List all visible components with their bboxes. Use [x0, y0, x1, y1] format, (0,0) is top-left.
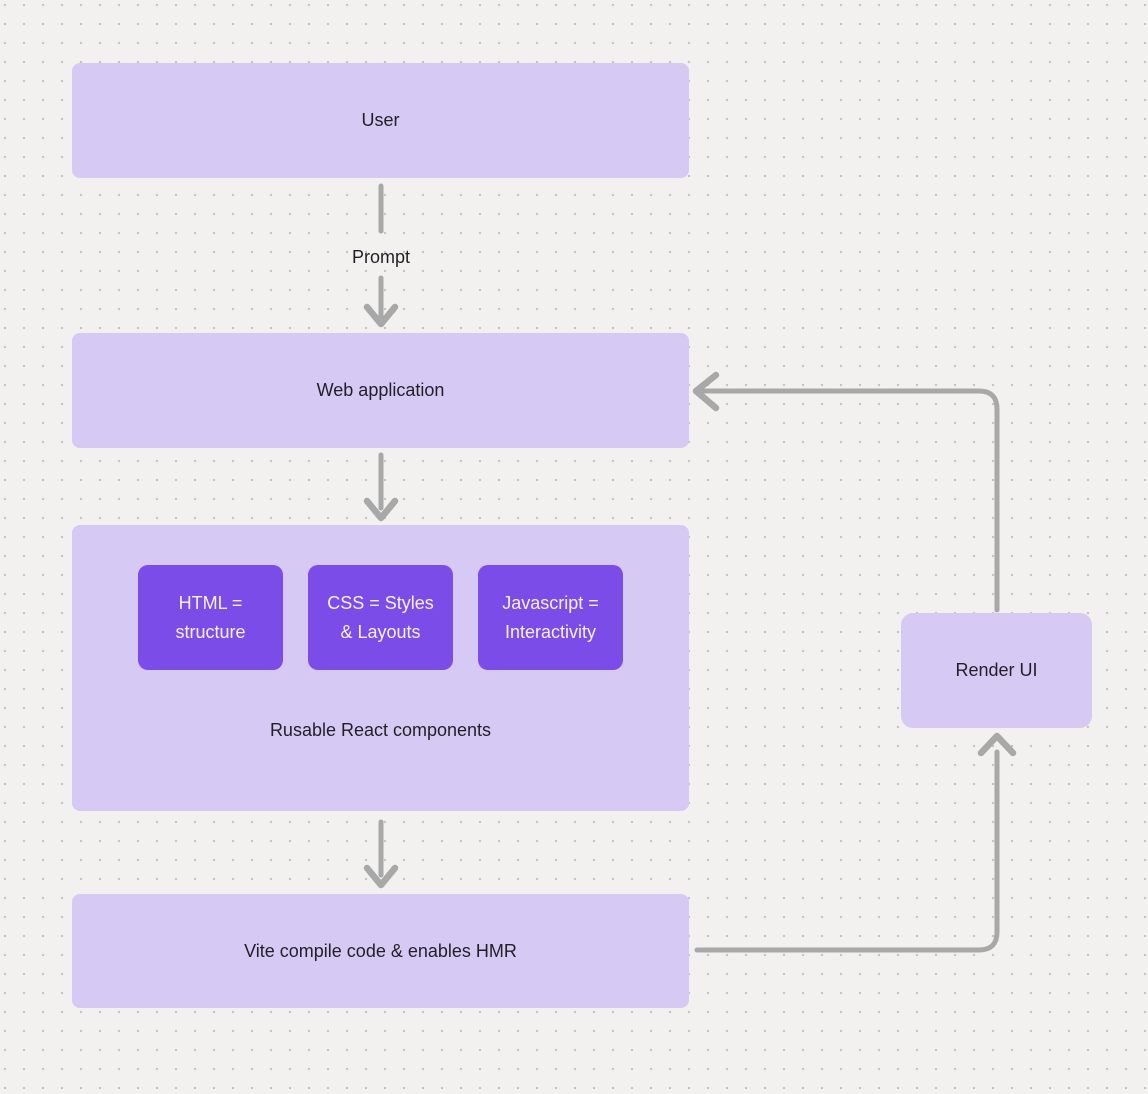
edge-web-application-to-components[interactable] — [363, 452, 399, 522]
edge-segment — [698, 388, 1000, 613]
node-vite[interactable]: Vite compile code & enables HMR — [72, 894, 689, 1008]
chip-html-label: HTML = structure — [175, 592, 246, 642]
chip-css-label: CSS = Styles & Layouts — [327, 592, 434, 642]
node-web-application[interactable]: Web application — [72, 333, 689, 448]
edge-components-to-vite[interactable] — [363, 819, 399, 889]
arrowhead-down-icon — [363, 864, 399, 889]
edge-vite-to-render-ui[interactable] — [694, 732, 1017, 953]
chip-css[interactable]: CSS = Styles & Layouts — [308, 565, 453, 670]
node-render-ui-label: Render UI — [955, 660, 1038, 680]
arrowhead-down-icon — [363, 303, 399, 328]
chip-html[interactable]: HTML = structure — [138, 565, 283, 670]
node-components-group[interactable]: HTML = structure CSS = Styles & Layouts … — [72, 525, 689, 811]
chip-javascript[interactable]: Javascript = Interactivity — [478, 565, 623, 670]
arrowhead-up-icon — [977, 732, 1017, 757]
edge-segment — [694, 749, 1000, 953]
arrowhead-left-icon — [692, 371, 720, 412]
edge-label-prompt: Prompt — [351, 247, 411, 267]
edge-render-ui-to-web-application[interactable] — [692, 371, 1000, 613]
node-web-application-label: Web application — [316, 380, 445, 400]
node-user-label: User — [361, 110, 400, 130]
node-render-ui[interactable]: Render UI — [901, 613, 1092, 728]
node-user[interactable]: User — [72, 63, 689, 178]
chip-javascript-label: Javascript = Interactivity — [502, 592, 599, 642]
node-components-label: Rusable React components — [269, 720, 492, 740]
node-vite-label: Vite compile code & enables HMR — [244, 940, 517, 961]
arrowhead-down-icon — [363, 497, 399, 522]
